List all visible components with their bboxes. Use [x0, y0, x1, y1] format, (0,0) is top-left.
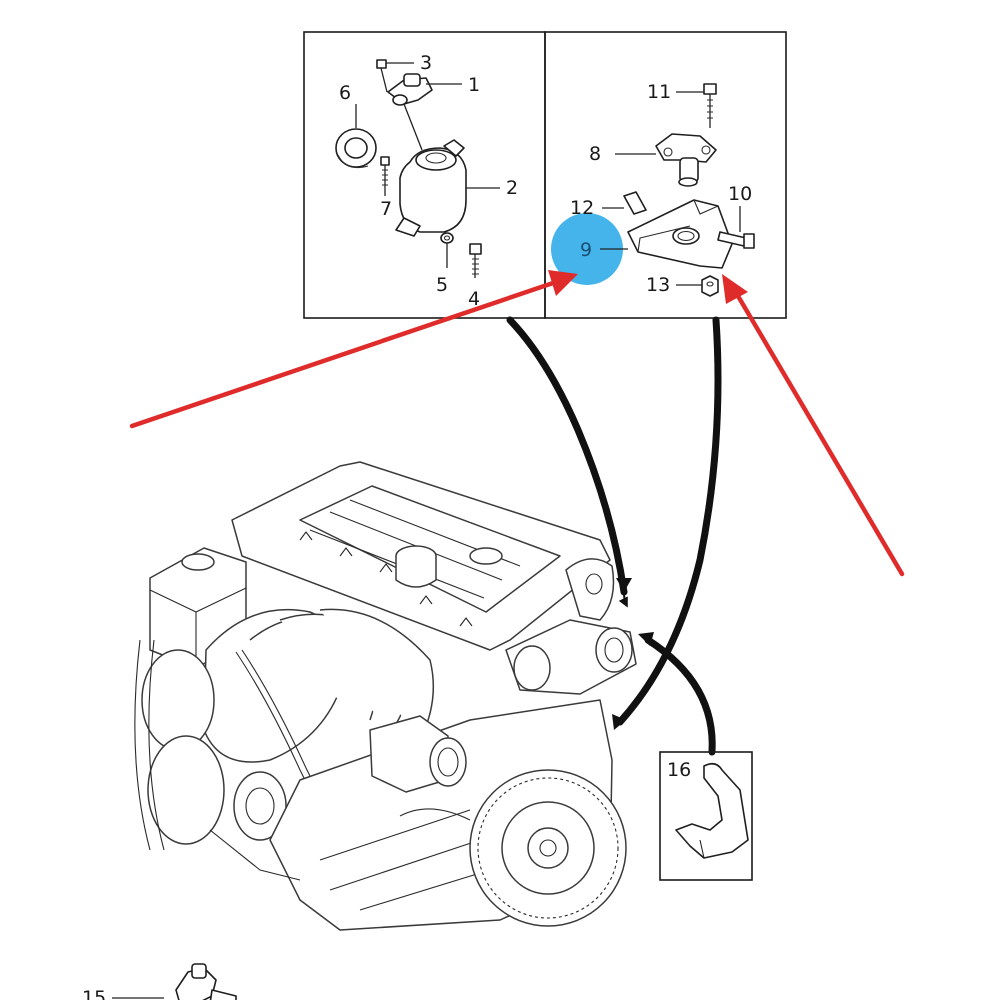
callout-13: 13 — [646, 274, 670, 296]
callout-12: 12 — [570, 197, 594, 219]
part-4-bolt — [469, 243, 482, 278]
part-8-sensor — [615, 133, 717, 187]
callout-arrow-part-16 — [638, 632, 716, 756]
part-12-pin — [602, 191, 647, 215]
callout-5: 5 — [436, 274, 448, 296]
part-2-housing — [395, 139, 467, 237]
detail-panel-part-16 — [659, 751, 753, 881]
part-15-sensor — [112, 963, 237, 1005]
callout-arrow-left-panel — [506, 316, 632, 608]
part-7-bolt — [380, 156, 390, 190]
part-11-bolt — [676, 83, 717, 128]
red-annotation-arrow-left — [129, 270, 578, 429]
engine-illustration — [134, 461, 637, 931]
part-6-roller — [335, 128, 377, 169]
callout-3: 3 — [420, 52, 432, 74]
callout-9: 9 — [580, 239, 592, 261]
part-10-bolt — [717, 206, 755, 249]
part-13-nut — [676, 275, 719, 297]
callout-arrow-right-panel — [612, 316, 722, 730]
callout-10: 10 — [728, 183, 752, 205]
part-1-sensor — [387, 73, 433, 151]
callout-16: 16 — [667, 759, 691, 781]
part-9-bracket — [627, 199, 733, 269]
highlight-circle-marker — [551, 213, 623, 285]
detail-panel-right — [544, 31, 787, 319]
callout-7: 7 — [380, 198, 392, 220]
callout-1: 1 — [468, 74, 480, 96]
part-5-washer — [440, 232, 454, 244]
callout-6: 6 — [339, 82, 351, 104]
part-3-screw — [376, 59, 388, 93]
callout-15: 15 — [82, 987, 106, 1000]
callout-2: 2 — [506, 177, 518, 199]
red-annotation-arrow-right — [722, 274, 905, 577]
callout-8: 8 — [589, 143, 601, 165]
callout-4: 4 — [468, 288, 480, 310]
callout-11: 11 — [647, 81, 671, 103]
